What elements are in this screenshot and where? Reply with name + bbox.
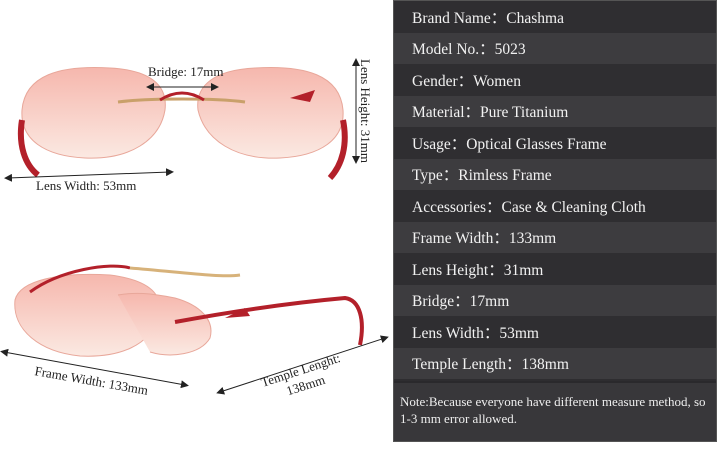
spec-row-bridge: Bridge：17mm xyxy=(394,284,716,316)
measurement-note: Note:Because everyone have different mea… xyxy=(394,381,716,441)
lens-height-label: Lens Height: 31mm xyxy=(358,59,373,163)
spec-row-lens-height: Lens Height：31mm xyxy=(394,253,716,285)
spec-row-type: Type：Rimless Frame xyxy=(394,158,716,190)
spec-row-frame-width: Frame Width：133mm xyxy=(394,221,716,253)
spec-row-model: Model No.：5023 xyxy=(394,32,716,64)
spec-row-brand: Brand Name：Chashma xyxy=(394,1,716,33)
spec-row-material: Material：Pure Titanium xyxy=(394,95,716,127)
spec-row-usage: Usage：Optical Glasses Frame xyxy=(394,127,716,159)
lens-width-label: Lens Width: 53mm xyxy=(36,178,137,193)
front-view-glasses xyxy=(17,67,348,181)
spec-row-lens-width: Lens Width：53mm xyxy=(394,316,716,348)
spec-row-gender: Gender：Women xyxy=(394,64,716,96)
bridge-label: Bridge: 17mm xyxy=(148,64,224,79)
spec-row-accessories: Accessories：Case & Cleaning Cloth xyxy=(394,190,716,222)
spec-row-temple-length: Temple Length：138mm xyxy=(394,347,716,379)
product-illustration: Bridge: 17mm Lens Height: 31mm Lens Widt… xyxy=(0,58,389,398)
glasses-drawing xyxy=(0,58,389,395)
side-view-glasses xyxy=(14,264,364,357)
spec-table: Brand Name：Chashma Model No.：5023 Gender… xyxy=(393,0,717,442)
